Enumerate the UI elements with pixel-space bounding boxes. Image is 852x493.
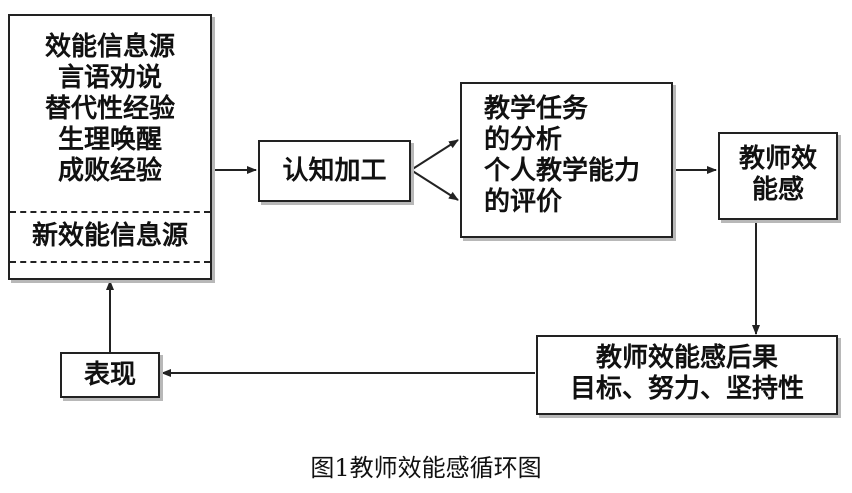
consequences-items: 目标、努力、坚持性	[569, 374, 804, 404]
source-vicarious-experience: 替代性经验	[44, 94, 175, 124]
source-mastery-experience: 成败经验	[57, 156, 162, 186]
teacher-efficacy-box: 教师效 能感	[718, 132, 838, 220]
analysis-box: 教学任务 的分析 个人教学能力 的评价	[460, 82, 673, 238]
teacher-efficacy-line-1: 教师效	[738, 144, 817, 174]
performance-box: 表现	[60, 352, 160, 398]
ability-evaluation-line-2: 的评价	[484, 187, 563, 217]
teacher-efficacy-line-2: 能感	[751, 175, 804, 205]
cognitive-processing-label: 认知加工	[282, 156, 387, 186]
arrow-cognitive-to-ability-evaluation	[410, 169, 459, 201]
task-analysis-line-2: 的分析	[484, 125, 563, 155]
figure-caption: 图1教师效能感循环图	[310, 454, 542, 482]
task-analysis-line-1: 教学任务	[484, 94, 589, 124]
efficacy-consequences-box: 教师效能感后果 目标、努力、坚持性	[536, 335, 838, 415]
consequences-title: 教师效能感后果	[595, 343, 778, 373]
source-verbal-persuasion: 言语劝说	[57, 63, 162, 93]
performance-label: 表现	[83, 360, 136, 390]
new-source-section: 新效能信息源	[10, 211, 210, 263]
source-physiological-arousal: 生理唤醒	[57, 125, 162, 155]
cognitive-processing-box: 认知加工	[258, 140, 411, 202]
ability-evaluation-line-1: 个人教学能力	[484, 156, 641, 186]
sources-title: 效能信息源	[44, 32, 175, 62]
arrow-cognitive-to-task-analysis	[410, 139, 459, 171]
efficacy-sources-box: 效能信息源 言语劝说 替代性经验 生理唤醒 成败经验 新效能信息源	[8, 14, 212, 280]
new-source-label: 新效能信息源	[31, 221, 188, 251]
